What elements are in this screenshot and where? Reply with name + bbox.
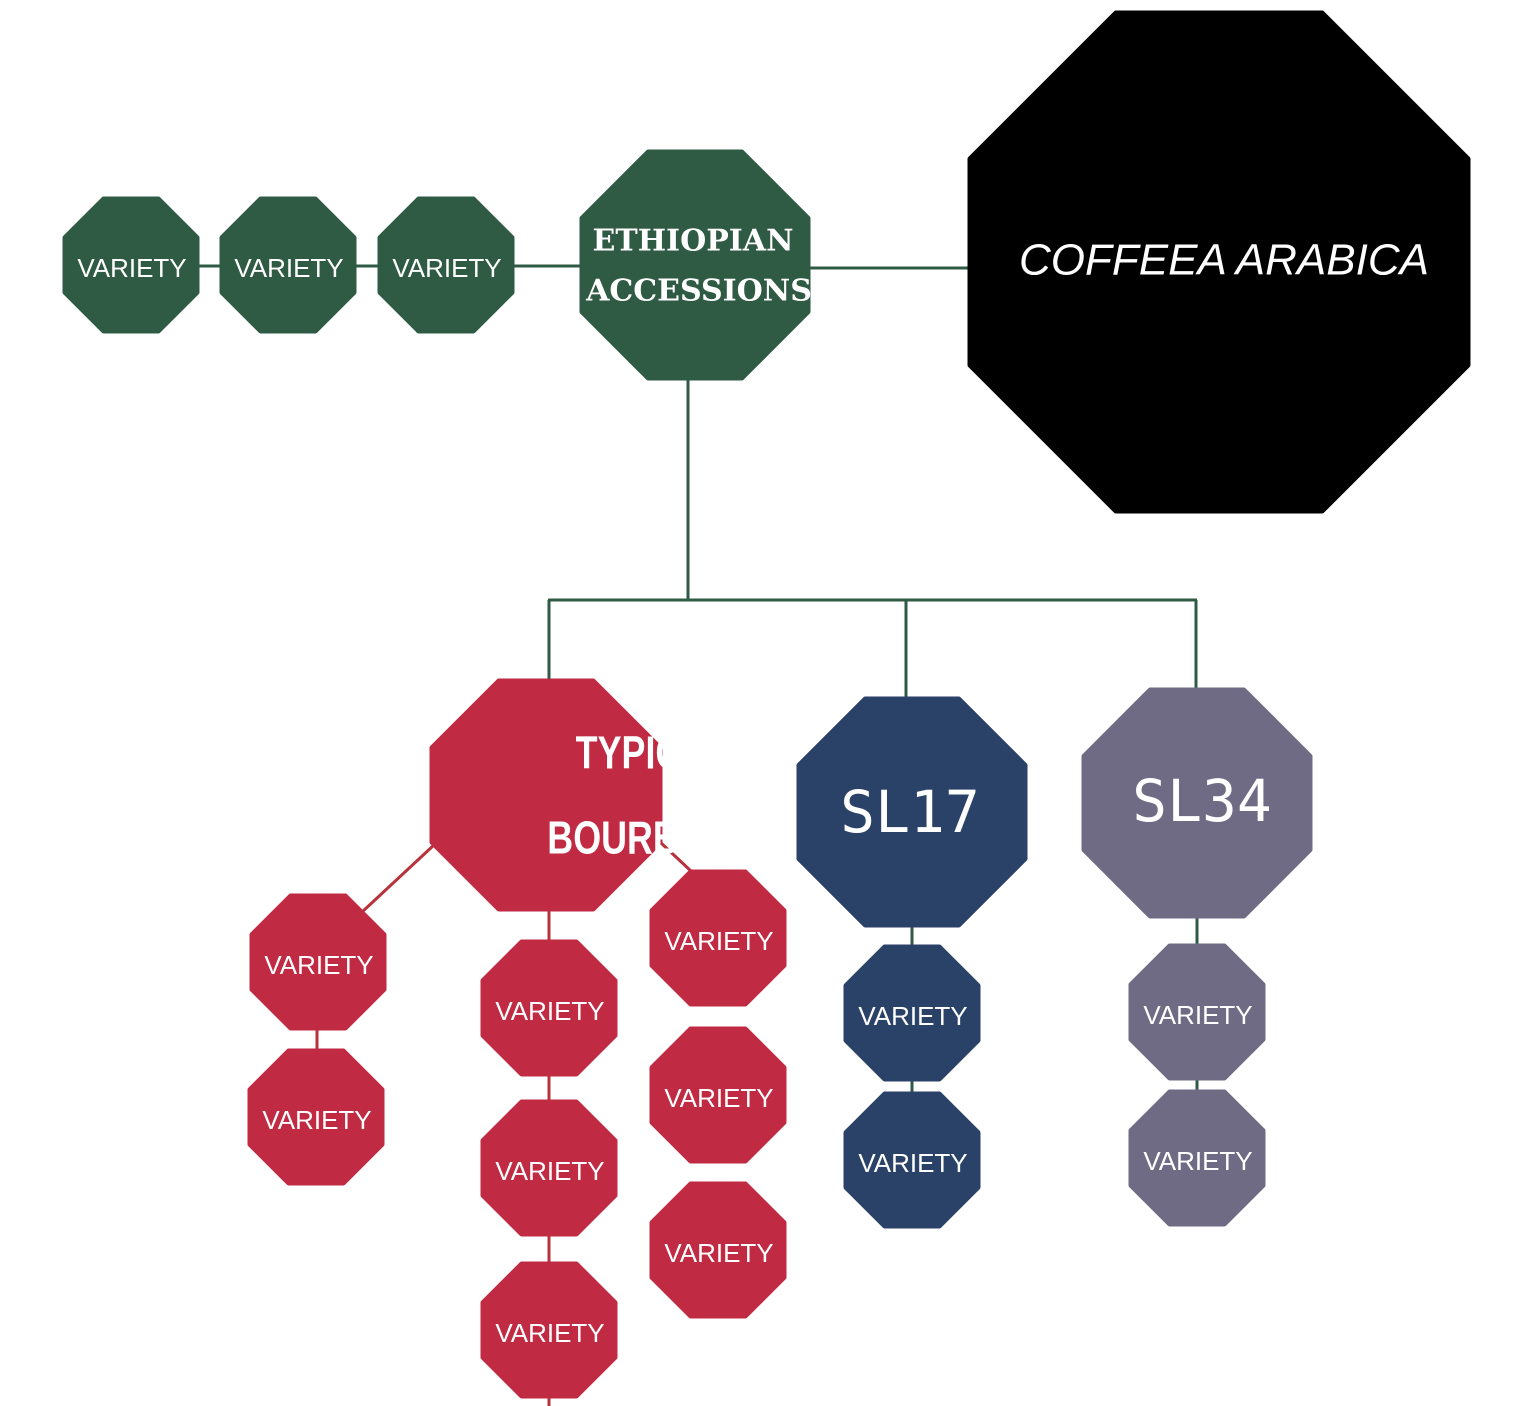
octagon-shape (649, 1181, 787, 1319)
node-label: VARIETY (77, 253, 186, 283)
node-label: ACCESSIONS (585, 274, 812, 309)
octagon-shape (967, 10, 1471, 514)
octagon-shape (843, 1091, 981, 1229)
node-variety: VARIETY (480, 939, 618, 1077)
node-variety: VARIETY (249, 893, 387, 1031)
octagon-shape (1128, 943, 1266, 1081)
node-label: COFFEEA ARABICA (1019, 236, 1429, 285)
node-variety: VARIETY (62, 196, 200, 334)
octagon-shape (796, 696, 1028, 928)
node-label: VARIETY (495, 1156, 604, 1186)
octagon-shape (219, 196, 357, 334)
node-coffea-arabica: COFFEEA ARABICA (967, 10, 1471, 514)
node-label: VARIETY (664, 1083, 773, 1113)
node-variety: VARIETY (1128, 943, 1266, 1081)
octagon-shape (579, 149, 811, 381)
node-label: VARIETY (1143, 1146, 1252, 1176)
node-variety: VARIETY (247, 1048, 385, 1186)
node-label: VARIETY (664, 926, 773, 956)
octagon-shape (377, 196, 515, 334)
octagon-shape (247, 1048, 385, 1186)
connector-line (658, 840, 694, 874)
node-label: TYPICA (576, 727, 708, 778)
node-variety: VARIETY (480, 1099, 618, 1237)
node-sl17: SL17 (796, 696, 1028, 928)
node-typica-bourbon: TYPICA BOURBON (429, 678, 733, 912)
octagon-shape (843, 944, 981, 1082)
node-label: VARIETY (262, 1105, 371, 1135)
node-label: BOURBON (547, 812, 732, 863)
node-variety: VARIETY (843, 944, 981, 1082)
node-variety: VARIETY (219, 196, 357, 334)
node-label: VARIETY (1143, 1000, 1252, 1030)
node-sl34: SL34 (1081, 687, 1313, 919)
node-variety: VARIETY (377, 196, 515, 334)
node-variety: VARIETY (649, 1026, 787, 1164)
node-variety: VARIETY (480, 1261, 618, 1399)
octagon-shape (480, 1099, 618, 1237)
node-label: VARIETY (495, 1318, 604, 1348)
node-label: SL17 (840, 778, 980, 846)
node-label: VARIETY (392, 253, 501, 283)
node-label: VARIETY (495, 996, 604, 1026)
octagon-shape (480, 939, 618, 1077)
octagon-shape (1081, 687, 1313, 919)
octagon-shape (649, 1026, 787, 1164)
node-variety: VARIETY (843, 1091, 981, 1229)
octagon-shape (249, 893, 387, 1031)
node-label: VARIETY (234, 253, 343, 283)
octagon-shape (62, 196, 200, 334)
node-variety: VARIETY (649, 1181, 787, 1319)
octagon-shape (480, 1261, 618, 1399)
node-label: VARIETY (664, 1238, 773, 1268)
connector-line (360, 843, 436, 914)
octagon-shape (649, 869, 787, 1007)
node-label: SL34 (1132, 767, 1272, 835)
octagon-shape (429, 678, 663, 912)
node-variety: VARIETY (1128, 1089, 1266, 1227)
node-label: ETHIOPIAN (593, 224, 794, 259)
node-label: VARIETY (858, 1001, 967, 1031)
node-label: VARIETY (264, 950, 373, 980)
octagon-shape (1128, 1089, 1266, 1227)
node-label: VARIETY (858, 1148, 967, 1178)
node-variety: VARIETY (649, 869, 787, 1007)
node-ethiopian-accessions: ETHIOPIAN ACCESSIONS (579, 149, 812, 381)
